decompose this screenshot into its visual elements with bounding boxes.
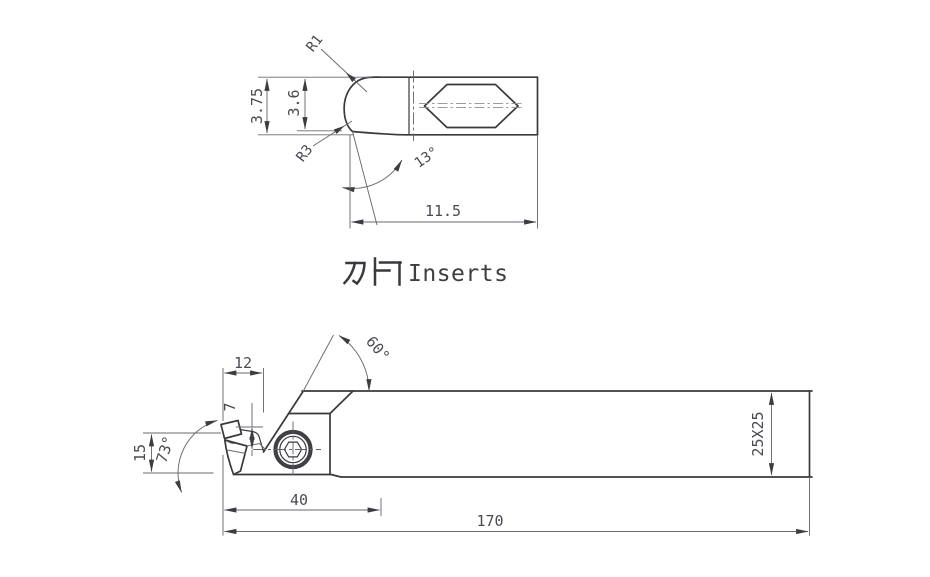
mounted-insert bbox=[220, 419, 267, 476]
lead-angle-arc bbox=[174, 419, 218, 493]
pocket-seat-upper bbox=[239, 428, 265, 452]
insert-shim-line bbox=[227, 449, 247, 454]
insert-body bbox=[223, 439, 248, 476]
insert-nose-bottom-sweep bbox=[351, 130, 407, 136]
clamp-screw bbox=[253, 421, 321, 478]
insert-outline bbox=[343, 76, 539, 136]
leader-r3 bbox=[312, 120, 353, 147]
dim-insert-width: 12 bbox=[234, 354, 252, 372]
leader-r1 bbox=[320, 48, 368, 93]
dim-chamfer-angle: 60° bbox=[362, 333, 393, 365]
leader-r1-arrow bbox=[346, 72, 356, 83]
title-cjk-glyphs bbox=[342, 257, 402, 286]
title-latin: Inserts bbox=[408, 261, 508, 287]
dim-flank-angle: 13° bbox=[412, 144, 442, 172]
flank-angle-line bbox=[352, 131, 378, 226]
dim-overall-length: 170 bbox=[476, 512, 503, 530]
holder-dimensions: 12 7 60° 15 73° 40 bbox=[131, 333, 810, 536]
chamfer-edge-60 bbox=[262, 390, 304, 453]
head-bottom-edge bbox=[233, 473, 342, 478]
dim-tip-height: 3.6 bbox=[285, 89, 303, 116]
screw-hole-hex bbox=[423, 83, 519, 129]
dim-head-length: 40 bbox=[290, 491, 308, 509]
dim-shank-section: 25X25 bbox=[749, 411, 767, 456]
drawing-title: Inserts bbox=[342, 257, 508, 287]
leader-r3-arrow bbox=[333, 125, 345, 134]
holder-view: 12 7 60° 15 73° 40 bbox=[131, 333, 813, 536]
flank-angle-arc bbox=[342, 159, 403, 193]
pocket-back-chamfer bbox=[329, 390, 354, 415]
chamfer-angle-arc bbox=[338, 335, 372, 392]
insert-dimensions: 3.75 3.6 R1 R3 13° 11.5 bbox=[248, 32, 538, 229]
dim-total-height: 3.75 bbox=[248, 88, 266, 124]
insert-view: 3.75 3.6 R1 R3 13° 11.5 bbox=[248, 32, 539, 229]
dim-tip-drop: 7 bbox=[221, 402, 239, 411]
insert-tip-piece bbox=[220, 419, 243, 440]
dim-radius-r3: R3 bbox=[293, 142, 316, 165]
dim-lead-angle: 73° bbox=[152, 434, 177, 465]
dim-length: 11.5 bbox=[425, 202, 461, 220]
chamfer-extension-line bbox=[302, 334, 334, 392]
dim-radius-r1: R1 bbox=[303, 32, 326, 55]
dim-tip-height: 15 bbox=[131, 444, 149, 462]
holder-outline bbox=[233, 334, 813, 478]
insert-nose-profile bbox=[343, 76, 381, 133]
